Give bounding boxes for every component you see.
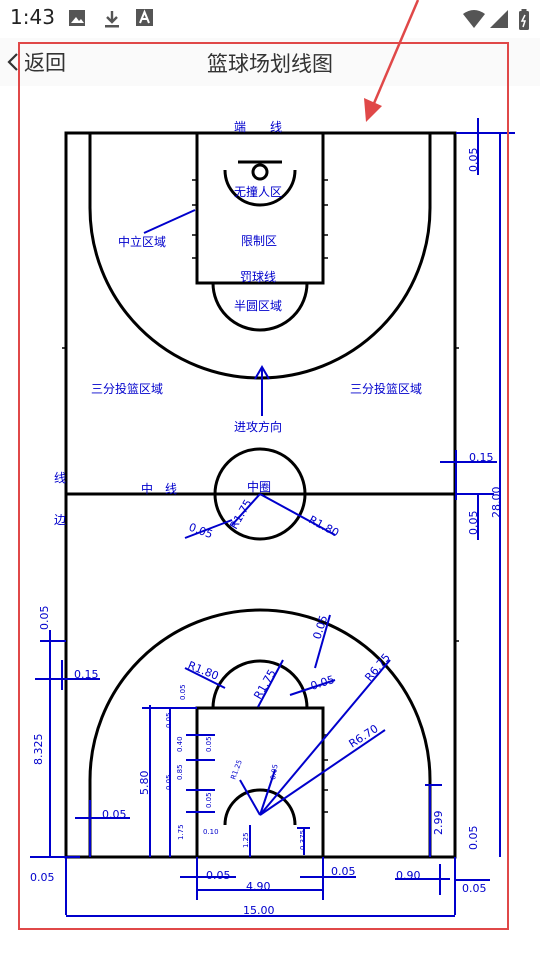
semicircle-label: 半圆区域 bbox=[234, 299, 282, 313]
neutral-zone-label: 中立区域 bbox=[118, 234, 166, 249]
court-labels: 端 线 无撞人区 中立区域 限制区 罚球线 半圆区域 三分投篮区域 三分投篮区域… bbox=[54, 120, 422, 527]
dim-005-right-mid: 0.05 bbox=[467, 511, 480, 536]
dim-0375: 0.375 bbox=[299, 830, 307, 850]
download-icon bbox=[105, 11, 119, 28]
dim-r180-center: R1.80 bbox=[307, 513, 341, 540]
top-no-charge-arc bbox=[223, 169, 297, 207]
dim-040: 0.40 bbox=[176, 736, 184, 752]
dim-005-bottom-right: 0.05 bbox=[462, 882, 487, 895]
status-time: 1:43 bbox=[10, 5, 55, 29]
wifi-icon bbox=[463, 10, 485, 28]
dim-r175: R1.75 bbox=[251, 667, 278, 701]
three-point-left-label: 三分投篮区域 bbox=[91, 381, 163, 396]
dim-175: 1.75 bbox=[177, 824, 185, 840]
dim-085: 0.85 bbox=[176, 764, 184, 780]
app-bar: 返回 篮球场划线图 bbox=[0, 38, 540, 86]
dim-005-diag: 0.05 bbox=[309, 673, 336, 693]
bottom-free-throw-semicircle bbox=[211, 659, 309, 709]
top-three-point-line bbox=[88, 133, 432, 380]
dim-005-left-top: 0.05 bbox=[38, 606, 51, 631]
center-circle bbox=[213, 447, 307, 541]
dim-125: 1.25 bbox=[242, 832, 250, 848]
bottom-restricted-area bbox=[195, 706, 325, 859]
center-circle-label: 中圈 bbox=[247, 479, 271, 494]
dim-015-left: 0.15 bbox=[74, 668, 99, 681]
back-button[interactable]: 返回 bbox=[6, 46, 66, 78]
dim-015-right: 0.15 bbox=[469, 451, 494, 464]
bottom-three-point-line bbox=[88, 608, 432, 857]
dim-005-c: 0.05 bbox=[205, 736, 213, 752]
dim-005-top: 0.05 bbox=[467, 148, 480, 173]
no-charge-label: 无撞人区 bbox=[234, 184, 282, 199]
dim-r180: R1.80 bbox=[186, 659, 221, 683]
signal-icon bbox=[490, 10, 508, 28]
dim-005-right-low: 0.05 bbox=[467, 826, 480, 851]
chevron-left-icon bbox=[7, 53, 18, 71]
dimension-labels: 0.05 0.15 0.05 28.00 R1.75 R1.80 0.05 0.… bbox=[30, 148, 503, 918]
dim-r125: R1.25 bbox=[229, 759, 244, 781]
dim-r670: R6.70 bbox=[347, 722, 381, 750]
center-line-label: 中 线 bbox=[141, 481, 177, 496]
image-notification-icon bbox=[69, 10, 85, 26]
dimension-lines bbox=[30, 118, 515, 917]
dim-005-bottom-left: 0.05 bbox=[30, 871, 55, 884]
dim-005-center: 0.05 bbox=[187, 521, 214, 542]
side-line-label-2: 边 bbox=[54, 513, 66, 527]
dim-8325: 8.325 bbox=[32, 734, 45, 766]
dim-010: 0.10 bbox=[203, 828, 219, 836]
dim-299: 2.99 bbox=[432, 811, 445, 836]
bottom-no-charge-arc bbox=[223, 788, 297, 826]
status-bar: 1:43 bbox=[0, 0, 540, 36]
free-throw-line-label: 罚球线 bbox=[240, 270, 276, 284]
dim-r175-center: R1.75 bbox=[227, 497, 254, 531]
dim-005-left-low: 0.05 bbox=[102, 808, 127, 821]
back-label: 返回 bbox=[24, 51, 66, 75]
page-title: 篮球场划线图 bbox=[207, 52, 333, 76]
dim-005-inner: 0.05 bbox=[269, 764, 280, 781]
top-free-throw-semicircle bbox=[211, 282, 309, 332]
side-line-label-1: 线 bbox=[54, 471, 66, 485]
top-basket bbox=[251, 163, 269, 181]
dim-2800: 28.00 bbox=[490, 487, 503, 519]
dim-580: 5.80 bbox=[138, 771, 151, 796]
dim-005-d: 0.05 bbox=[165, 774, 173, 790]
text-notification-icon bbox=[136, 9, 153, 26]
attack-direction-label: 进攻方向 bbox=[234, 419, 282, 434]
dim-005-e: 0.05 bbox=[205, 792, 213, 808]
dim-005-a: 0.05 bbox=[179, 684, 187, 700]
dim-005-bottom-mid2: 0.05 bbox=[331, 865, 356, 878]
dim-090: 0.90 bbox=[396, 869, 421, 882]
battery-icon bbox=[519, 9, 529, 30]
top-restricted-area bbox=[195, 131, 325, 285]
dim-005-b: 0.05 bbox=[165, 712, 173, 728]
restricted-area-label: 限制区 bbox=[241, 234, 277, 248]
dim-490: 4.90 bbox=[246, 880, 271, 893]
dim-1500: 15.00 bbox=[243, 904, 275, 917]
end-line-label: 端 线 bbox=[234, 120, 282, 134]
dim-005-bottom-mid: 0.05 bbox=[206, 869, 231, 882]
three-point-right-label: 三分投篮区域 bbox=[350, 381, 422, 396]
